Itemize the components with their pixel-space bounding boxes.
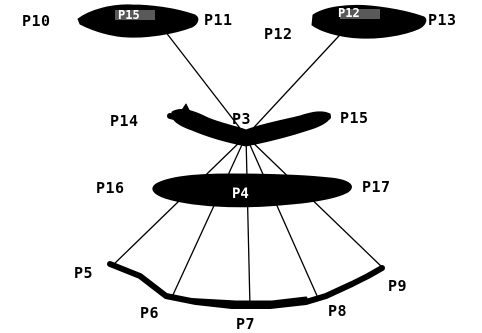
blob-shape-p14-p15 [171, 109, 331, 147]
line-p12p13-to-p3 [245, 23, 351, 137]
label-p13: P13 [428, 11, 457, 29]
bottom-arc [107, 261, 385, 309]
line-p3-to-p8 [245, 135, 319, 299]
label-p5: P5 [74, 264, 93, 282]
blob-p10-p11: P15 [77, 4, 199, 38]
label-p17: P17 [362, 178, 391, 196]
blob-p10-p11-faint-text: P15 [118, 8, 140, 22]
blob-spike-left [181, 103, 191, 113]
label-p8: P8 [328, 302, 347, 320]
blob-p14-p3-p15 [167, 103, 331, 147]
label-p3: P3 [232, 110, 251, 128]
label-p4: P4 [232, 186, 249, 202]
label-p6: P6 [140, 304, 159, 322]
label-p10: P10 [22, 12, 51, 30]
connector-lines [111, 21, 384, 308]
label-p14: P14 [110, 112, 139, 130]
point-labels: P10 P11 P12 P13 P14 P3 P15 P16 P4 P17 P5… [22, 11, 457, 333]
label-p9: P9 [388, 277, 407, 295]
label-p15: P15 [340, 109, 369, 127]
label-p11: P11 [204, 11, 233, 29]
label-p16: P16 [96, 179, 125, 197]
label-p7: P7 [236, 315, 255, 333]
line-p10p11-to-p3 [157, 21, 247, 137]
blob-shape-p10-p11 [77, 4, 199, 38]
bottom-arc-inner [166, 296, 308, 304]
bottom-arc-stroke [107, 261, 385, 309]
blob-p12-p13-faint-text: P12 [338, 6, 360, 20]
blob-shape-p16-p17 [152, 173, 352, 208]
blob-p12-p13: P12 [311, 4, 427, 39]
line-p3-to-p6 [171, 135, 247, 298]
line-p3-to-p7 [245, 135, 251, 308]
blob-shape-p12-p13 [311, 4, 427, 39]
label-p12: P12 [264, 25, 293, 43]
blob-p16-p4-p17 [152, 173, 352, 208]
line-p3-to-p9 [245, 135, 384, 269]
